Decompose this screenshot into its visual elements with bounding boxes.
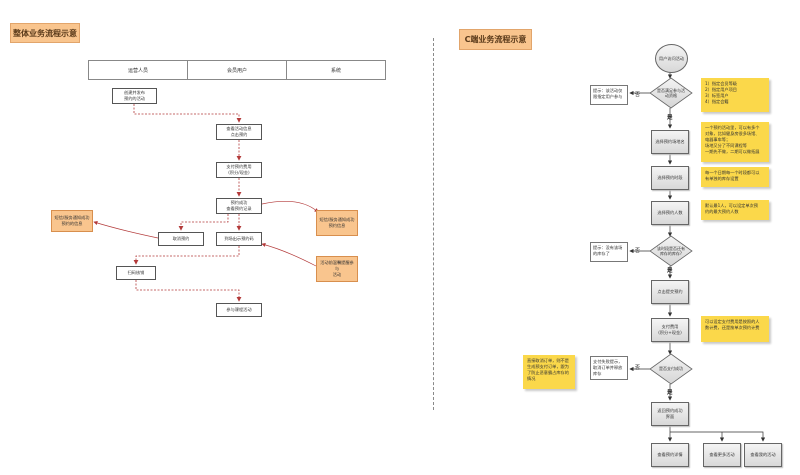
note-sms-success: 短信/服务通知成功 预约信息 [316,210,358,236]
step-pay[interactable]: 支付费用 (积分+现金) [651,318,689,342]
step-select-people[interactable]: 选择预约人数 [651,201,689,225]
step-view-more[interactable]: 查看更多活动 [703,443,741,467]
label-no-3: 否 [635,365,641,371]
node-create-activity[interactable]: 创建并发布 预约的活动 [112,88,157,104]
left-connectors [133,104,242,302]
tip-not-allowed: 提示：该活动仅 限指定用户参与 [590,85,628,105]
node-view-activity[interactable]: 查看活动信息 点击预约 [216,124,262,140]
tip-pay-fail: 支付失败提示， 取消订单并释放 库存 [590,356,628,380]
label-no-1: 否 [635,92,641,98]
node-booking-success[interactable]: 预约成功 查看预约记录 [216,198,262,214]
note-sms-cancel: 短信/服务通知成功 预约的信息 [51,210,93,232]
note-time: 每一个日期每一个时段都可以 有单独的库存设置 [701,167,769,187]
step-select-time[interactable]: 选择预约时段 [651,166,689,190]
node-join-class[interactable]: 参与课程活动 [216,303,262,317]
tip-no-stock: 提示：没有该场 的库存了 [590,242,628,262]
note-pay-fail: 直接取消订单，则不是 生成预支付订单，跟为 了防止恶意霸占库存的 情况 [523,355,575,389]
right-connectors [629,71,766,442]
diamond-qualify[interactable]: 是否满足参与活 动资格 [650,78,692,108]
node-start[interactable]: 用户访问活动 [655,44,688,73]
note-remind: 活动前温馨提醒参与 活动 [316,256,358,282]
left-title: 整体业务流程示意 [10,23,80,43]
diamond-pay-label: 是否支付成功 [659,366,683,372]
step-view-detail[interactable]: 查看预约详情 [651,443,689,467]
label-yes-3: 是 [667,390,673,396]
diamond-shapes [649,77,693,385]
section-divider [433,38,434,410]
step-view-mine[interactable]: 查看我的活动 [744,443,782,467]
lane-operator: 运营人员 [88,60,188,80]
node-show-code[interactable]: 到场出示预约码 [216,232,262,246]
step-submit[interactable]: 点击提交预约 [651,280,689,304]
left-curves [93,201,319,267]
label-yes-2: 是 [667,268,673,274]
diamond-pay[interactable]: 是否支付成功 [650,354,692,384]
lane-member: 会员用户 [187,60,287,80]
node-pay-fee[interactable]: 支付预约费用 (积分/现金) [216,162,262,178]
note-people: 默认最1人，可以设定单次预 约的最大预约人数 [701,200,769,220]
step-result-page[interactable]: 返回预约成功 界面 [651,402,689,426]
diamond-qualify-label: 是否满足参与活 动资格 [657,87,685,98]
right-title: C端业务流程示意 [459,29,532,50]
note-qualify: 1）指定会员等级 2）指定用户项目 3）标签用户 4）指定会籍 [701,78,769,112]
label-yes-1: 是 [667,115,673,121]
diamond-stock[interactable]: 该时段是否还有 库存的库存? [650,236,692,266]
note-place: 一个预约活动里，可以有多个 对象，比如健身房很多场馆、 电器事车等； 场地又分了… [701,122,769,162]
lane-system: 系统 [286,60,386,80]
step-select-place[interactable]: 选择预约场地名 [651,130,689,154]
node-cancel-booking[interactable]: 取消预约 [158,232,204,246]
node-scan-verify[interactable]: 扫码核销 [116,266,156,280]
label-no-2: 否 [635,248,641,254]
diamond-stock-label: 该时段是否还有 库存的库存? [657,245,685,256]
note-pay: 可以设定支付费用是按照的人 数计费，还是按单次预约计费 [701,316,769,342]
